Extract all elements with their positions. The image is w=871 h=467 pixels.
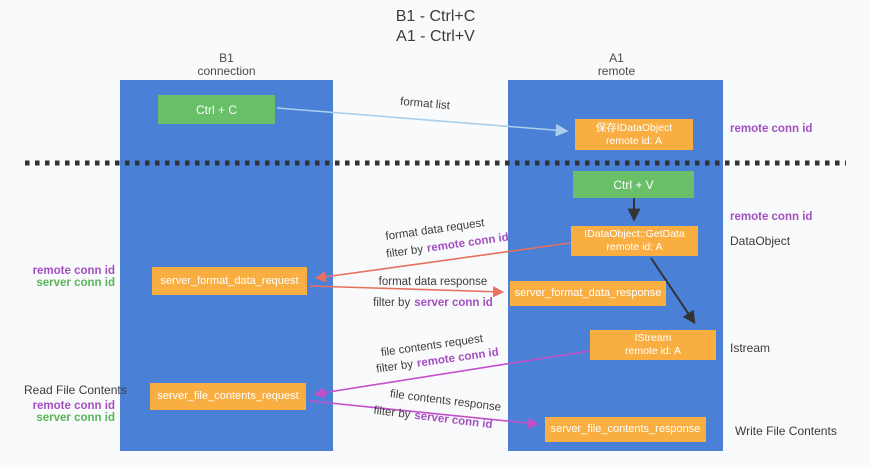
left-conn-id-labels-lower: remote conn id server conn id: [8, 400, 115, 424]
right-remote-conn-id-label-1: remote conn id: [730, 123, 813, 135]
title-line-2: A1 - Ctrl+V: [396, 28, 475, 45]
left-server-conn-id-label-2: server conn id: [36, 412, 115, 424]
filter-by-text: filter by: [375, 358, 414, 376]
server-format-data-request-node: server_format_data_request: [152, 267, 307, 295]
filter-by-text: filter by: [373, 297, 411, 309]
write-file-contents-label: Write File Contents: [735, 424, 837, 438]
server-file-contents-response-label: server_file_contents_response: [550, 423, 701, 435]
save-dataobject-node: 保存IDataObject remote id: A: [575, 119, 693, 150]
title-line-1: B1 - Ctrl+C: [395, 8, 476, 25]
left-remote-conn-id-label-2: remote conn id: [32, 400, 115, 412]
istream-line1: IStream: [634, 332, 672, 344]
right-remote-conn-id-label-2: remote conn id: [730, 211, 813, 223]
server-format-data-request-label: server_format_data_request: [160, 274, 299, 287]
dataobject-label: DataObject: [730, 234, 791, 248]
format-data-response-label: format data response: [378, 276, 488, 288]
filter-by-text: filter by: [385, 243, 424, 261]
istream-side-label: Istream: [730, 341, 771, 355]
server-format-data-response-node: server_format_data_response: [510, 281, 666, 306]
left-conn-id-labels-upper: remote conn id server conn id: [8, 265, 115, 289]
read-file-contents-label: Read File Contents: [24, 383, 127, 397]
left-column-name: B1: [219, 51, 234, 65]
right-column-subtitle: remote: [597, 64, 636, 78]
ctrl-c-label: Ctrl + C: [195, 102, 237, 117]
left-server-conn-id-label-1: server conn id: [36, 277, 115, 289]
format-list-label: format list: [399, 95, 451, 113]
server-file-contents-request-node: server_file_contents_request: [150, 383, 306, 410]
ctrl-v-node: Ctrl + V: [573, 171, 694, 198]
right-column-name: A1: [609, 51, 624, 65]
getdata-node: IDataObject::GetData remote id: A: [571, 226, 698, 256]
save-dataobject-line2: remote id: A: [605, 134, 663, 147]
getdata-line1: IDataObject::GetData: [584, 228, 685, 240]
right-column-header: A1 remote: [550, 52, 683, 78]
ctrl-c-node: Ctrl + C: [158, 95, 275, 124]
left-remote-conn-id-label-1: remote conn id: [32, 265, 115, 277]
server-conn-id-highlight: server conn id: [414, 297, 493, 309]
save-dataobject-line1: 保存IDataObject: [595, 121, 673, 134]
diagram-title: B1 - Ctrl+C A1 - Ctrl+V: [0, 7, 871, 47]
istream-node: IStream remote id: A: [590, 330, 716, 360]
server-conn-id-highlight: server conn id: [413, 409, 494, 432]
server-file-contents-request-label: server_file_contents_request: [157, 390, 299, 402]
ctrl-v-label: Ctrl + V: [613, 177, 654, 192]
getdata-line2: remote id: A: [606, 241, 663, 253]
istream-line2: remote id: A: [624, 345, 682, 357]
server-format-data-response-label: server_format_data_response: [514, 287, 662, 299]
left-column-header: B1 connection: [160, 52, 293, 78]
filter-by-text: filter by: [372, 404, 412, 422]
left-column-subtitle: connection: [197, 64, 256, 78]
server-file-contents-response-node: server_file_contents_response: [545, 417, 706, 442]
